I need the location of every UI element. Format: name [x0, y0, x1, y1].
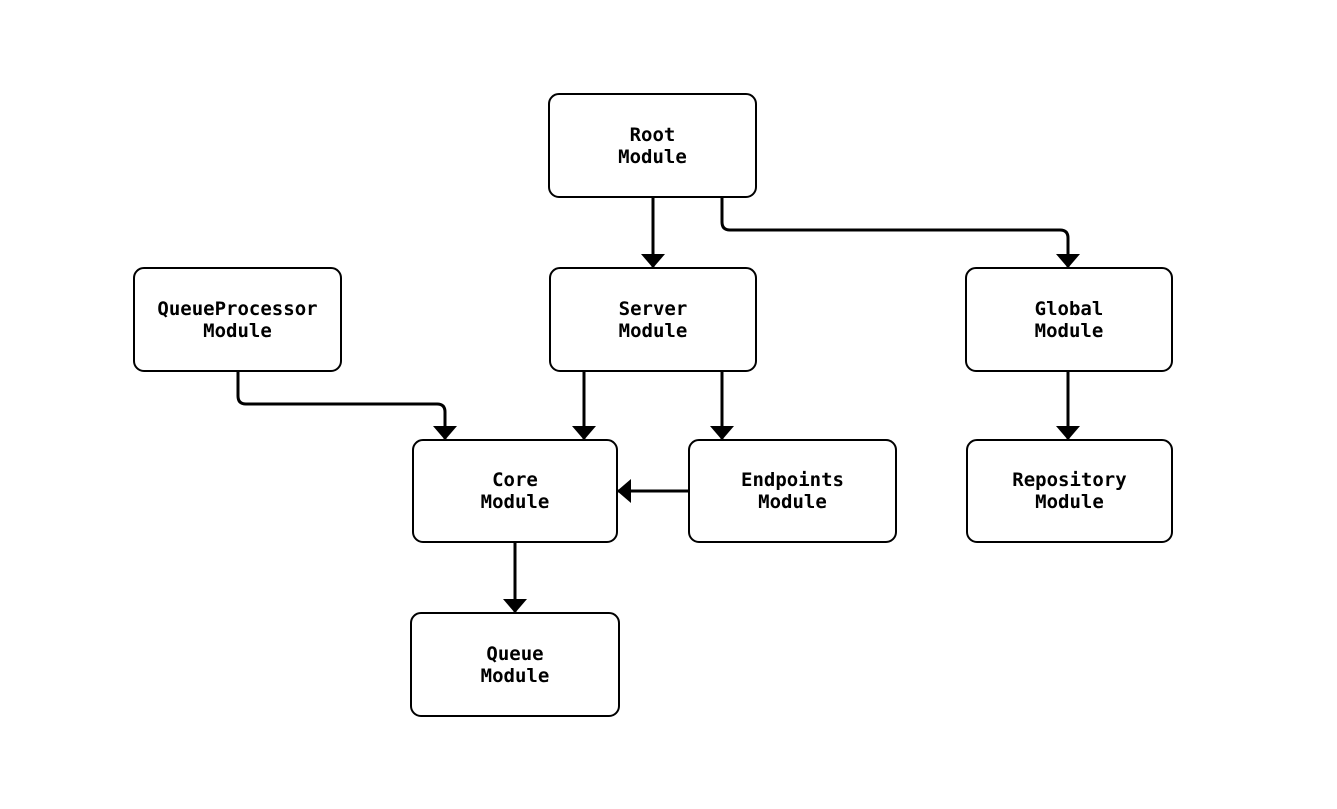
node-label: Core Module: [480, 469, 550, 513]
node-label: QueueProcessor Module: [157, 297, 318, 342]
node-root: Root Module: [548, 93, 757, 198]
node-label: Global Module: [1034, 297, 1104, 342]
edge-queueprocessor-core: [236, 372, 457, 440]
edge-root-global: [720, 198, 1080, 268]
node-global: Global Module: [965, 267, 1173, 372]
node-queue: Queue Module: [410, 612, 620, 717]
node-endpoints: Endpoints Module: [688, 439, 897, 543]
node-label: Repository Module: [1012, 469, 1127, 513]
node-core: Core Module: [412, 439, 618, 543]
node-repository: Repository Module: [966, 439, 1173, 543]
node-server: Server Module: [549, 267, 757, 372]
node-label: Endpoints Module: [741, 469, 844, 513]
node-label: Root Module: [618, 123, 687, 168]
node-label: Server Module: [618, 297, 688, 342]
node-label: Queue Module: [480, 642, 550, 687]
node-queueprocessor: QueueProcessor Module: [133, 267, 342, 372]
